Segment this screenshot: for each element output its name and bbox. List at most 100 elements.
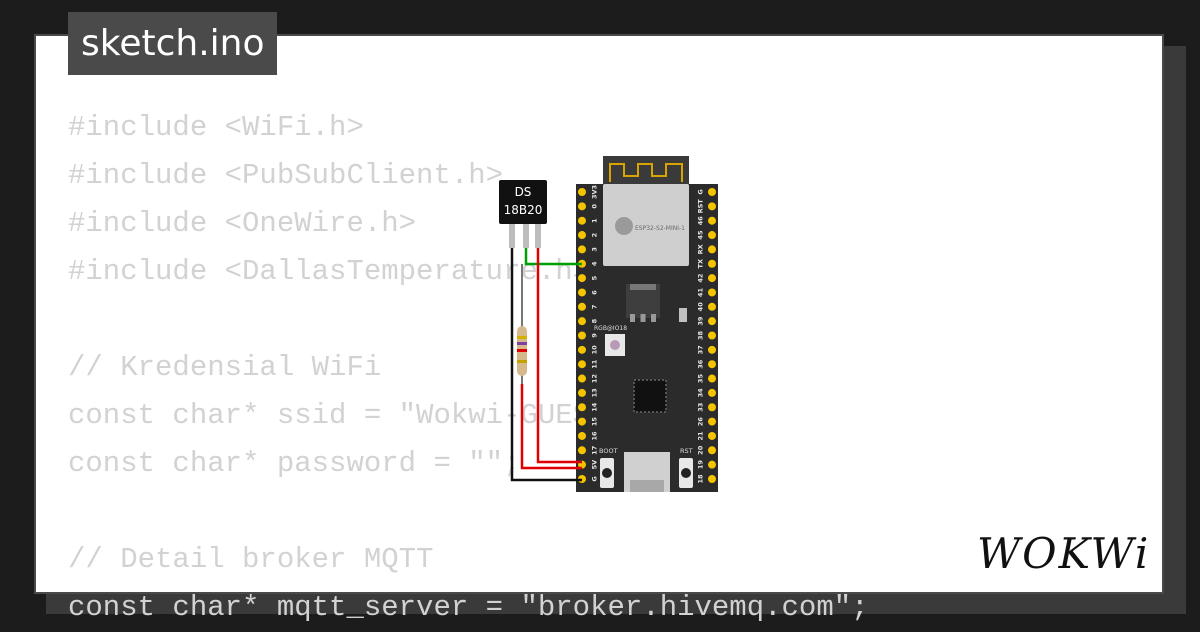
boot-label: BOOT <box>599 447 618 455</box>
pin-pad[interactable] <box>708 403 716 412</box>
pin-pad[interactable] <box>708 374 716 383</box>
rst-label: RST <box>680 447 693 455</box>
pin-label: 21 <box>697 431 705 441</box>
pin-label: 14 <box>591 402 599 412</box>
antenna-trace <box>609 163 683 182</box>
boot-button-cap <box>602 468 612 478</box>
pin-label: G <box>697 189 705 194</box>
pin-label: 11 <box>591 359 599 369</box>
pin-pad[interactable] <box>578 274 586 283</box>
pin-pad[interactable] <box>578 288 586 297</box>
pin-label: G <box>591 476 599 481</box>
pin-label: 38 <box>697 331 705 341</box>
code-line: #include <WiFi.h> <box>68 111 364 144</box>
sensor-leg <box>509 224 515 248</box>
pin-pad[interactable] <box>708 202 716 211</box>
pin-pad[interactable] <box>578 431 586 440</box>
pin-label: 46 <box>697 216 705 226</box>
pin-pad[interactable] <box>578 202 586 211</box>
pin-pad[interactable] <box>578 360 586 369</box>
code-line: const char* password = ""; <box>68 447 521 480</box>
sensor-label-line2: 18B20 <box>504 203 543 217</box>
pin-pad[interactable] <box>708 231 716 240</box>
pin-pad[interactable] <box>708 216 716 225</box>
pin-pad[interactable] <box>708 388 716 397</box>
regulator-tab <box>630 284 656 290</box>
wire-black-gnd <box>510 248 582 482</box>
pin-label: 35 <box>697 374 705 384</box>
pin-label: 19 <box>697 460 705 470</box>
pin-label: 45 <box>697 230 705 240</box>
pin-label: 2 <box>591 233 599 238</box>
pin-pad[interactable] <box>578 317 586 326</box>
antenna <box>603 156 689 186</box>
pin-pad[interactable] <box>578 231 586 240</box>
pin-pad[interactable] <box>578 345 586 354</box>
pin-pad[interactable] <box>708 317 716 326</box>
pin-label: 5 <box>591 275 599 280</box>
code-editor[interactable]: #include <WiFi.h> #include <PubSubClient… <box>68 104 869 632</box>
wokwi-logo: WOKWi <box>977 529 1150 578</box>
pin-pad[interactable] <box>578 446 586 455</box>
pin-label: 34 <box>697 388 705 398</box>
pin-pad[interactable] <box>708 417 716 426</box>
pin-pad[interactable] <box>708 259 716 268</box>
pin-pad[interactable] <box>578 331 586 340</box>
pin-pad[interactable] <box>578 188 586 196</box>
pin-label: 20 <box>697 445 705 455</box>
circuit-diagram[interactable]: ESP32-S2-MINI-1 RGB@IO18 BOOT RST 3V3012… <box>490 150 730 500</box>
resistor[interactable] <box>517 326 527 376</box>
pin-pad[interactable] <box>708 188 716 196</box>
pin-label: 40 <box>697 302 705 312</box>
pin-pad[interactable] <box>708 302 716 311</box>
pin-pad[interactable] <box>708 345 716 354</box>
right-pin-header[interactable]: GRST4645RXTX4241403938373635343326212019… <box>697 188 717 484</box>
pin-label: 7 <box>591 305 599 310</box>
pin-pad[interactable] <box>578 216 586 225</box>
pin-pad[interactable] <box>578 302 586 311</box>
pin-pad[interactable] <box>578 388 586 397</box>
espressif-logo-icon <box>615 217 633 235</box>
regulator-pin <box>630 314 635 322</box>
pin-pad[interactable] <box>578 403 586 412</box>
pin-pad[interactable] <box>708 274 716 283</box>
regulator-pin <box>651 314 656 322</box>
pin-pad[interactable] <box>708 331 716 340</box>
code-line: const char* mqtt_server = "broker.hivemq… <box>68 591 869 624</box>
code-line: #include <PubSubClient.h> <box>68 159 504 192</box>
ds18b20-sensor[interactable]: DS 18B20 <box>499 180 547 248</box>
usb-opening <box>630 480 664 492</box>
pin-pad[interactable] <box>578 245 586 254</box>
pin-label: 18 <box>697 474 705 484</box>
code-line: // Detail broker MQTT <box>68 543 434 576</box>
reset-button-cap <box>681 468 691 478</box>
sensor-leg <box>535 224 541 248</box>
pin-label: 1 <box>591 218 599 223</box>
sensor-label-line1: DS <box>515 185 532 199</box>
module-shield <box>603 184 689 266</box>
pin-pad[interactable] <box>708 288 716 297</box>
pin-pad[interactable] <box>708 460 716 469</box>
wire-green-data <box>524 248 582 266</box>
pin-label: RST <box>697 199 705 214</box>
pin-pad[interactable] <box>708 245 716 254</box>
wokwi-logo-text: WOKWi <box>977 529 1150 578</box>
pin-pad[interactable] <box>708 475 716 483</box>
code-line: // Kredensial WiFi <box>68 351 382 384</box>
pin-pad[interactable] <box>708 431 716 440</box>
code-line: #include <OneWire.h> <box>68 207 417 240</box>
led-label: RGB@IO18 <box>594 325 627 332</box>
file-tab[interactable]: sketch.ino <box>68 12 278 75</box>
pin-pad[interactable] <box>578 417 586 426</box>
pin-pad[interactable] <box>708 360 716 369</box>
pin-pad[interactable] <box>578 374 586 383</box>
pin-label: 36 <box>697 359 705 369</box>
pin-label: 10 <box>591 345 599 355</box>
pin-label: 15 <box>591 417 599 427</box>
pin-pad[interactable] <box>708 446 716 455</box>
pin-label: 0 <box>591 204 599 209</box>
small-capacitor <box>679 308 687 322</box>
pin-label: 26 <box>697 417 705 427</box>
rgb-led-lens <box>610 340 620 350</box>
